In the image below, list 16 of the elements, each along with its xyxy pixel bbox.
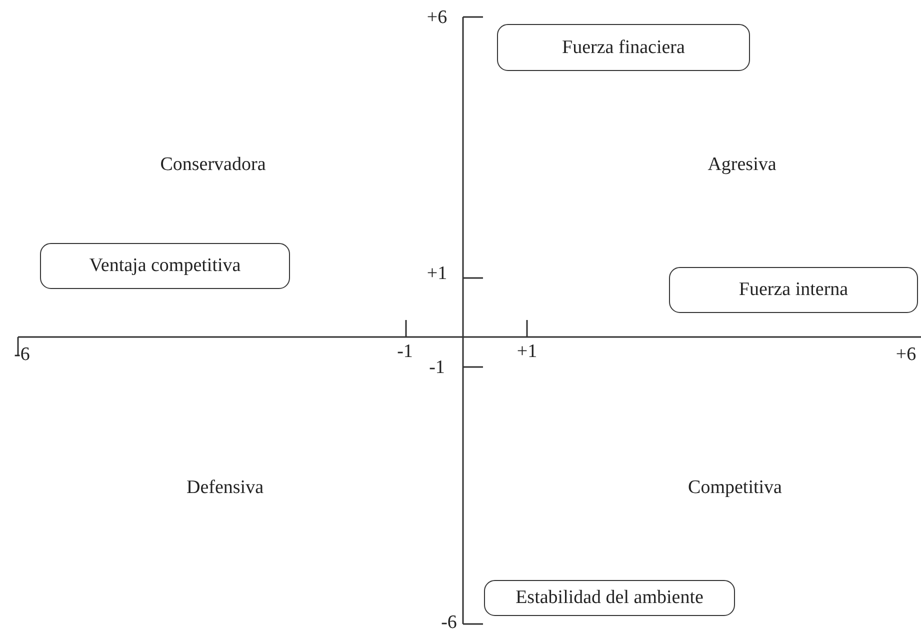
quadrant-label: Defensiva — [186, 477, 264, 499]
tick-label: +6 — [896, 344, 916, 366]
tick-label: +1 — [426, 263, 448, 285]
rounded-box: Fuerza interna — [669, 267, 918, 313]
tick-label: -1 — [429, 357, 445, 379]
tick-label: -1 — [397, 341, 413, 363]
rounded-box: Fuerza finaciera — [497, 24, 750, 71]
tick-label: -6 — [441, 612, 457, 634]
quadrant-label: Agresiva — [708, 154, 776, 176]
quadrant-label: Conservadora — [160, 154, 266, 176]
tick-label: -6 — [14, 344, 30, 366]
rounded-box: Ventaja competitiva — [40, 243, 290, 289]
tick-label: +6 — [426, 7, 448, 29]
quadrant-label: Competitiva — [688, 477, 782, 499]
tick-label: +1 — [516, 341, 538, 363]
rounded-box: Estabilidad del ambiente — [484, 580, 735, 616]
